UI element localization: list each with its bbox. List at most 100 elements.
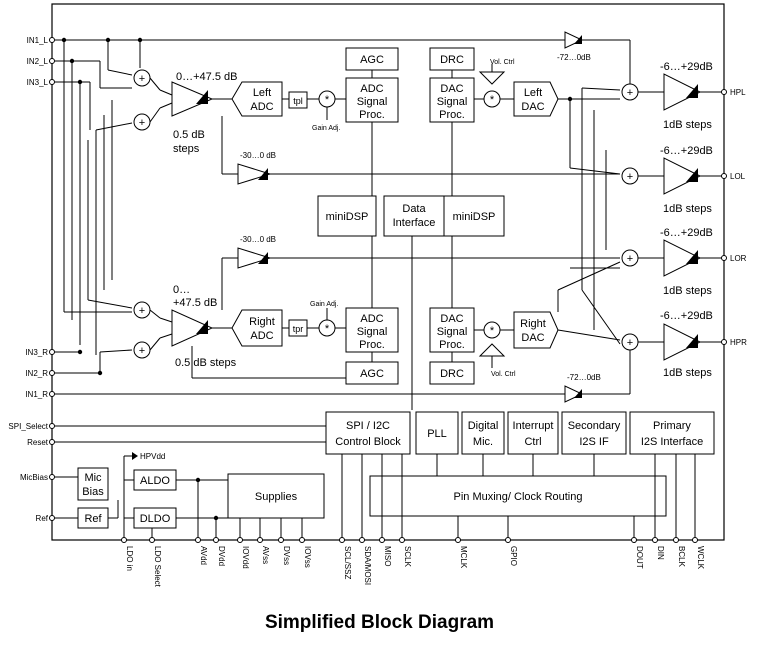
- agc-left-label: AGC: [360, 54, 384, 66]
- bottom-pin-dot: [213, 537, 219, 543]
- mixer-lor: +: [627, 253, 633, 265]
- right-pga-gain-1: 0…: [173, 284, 190, 296]
- pll-label: PLL: [427, 428, 447, 440]
- data-interface-2: Interface: [393, 217, 436, 229]
- right-pga-gain-2: +47.5 dB: [173, 297, 217, 309]
- left-adc-label-2: ADC: [250, 101, 273, 113]
- dac-proc-left-3: Proc.: [439, 109, 465, 121]
- pin-hpl: HPL: [730, 88, 746, 97]
- right-adc-label-2: ADC: [250, 330, 273, 342]
- pin-in3-r: IN3_R: [25, 348, 48, 357]
- bottom-pin-label: AVss: [261, 546, 270, 564]
- data-interface-1: Data: [402, 203, 426, 215]
- right-dac-label-1: Right: [520, 318, 546, 330]
- hp-bypass-left-gain: -72…0dB: [557, 53, 591, 62]
- lor-gain: -6…+29dB: [660, 227, 713, 239]
- primary-if-label-2: I2S Interface: [641, 436, 703, 448]
- pin-in3-l: IN3_L: [27, 78, 49, 87]
- output-lor: + -6…+29dB 1dB steps LOR: [621, 227, 747, 297]
- agc-right-label: AGC: [360, 368, 384, 380]
- bottom-pin-label: DIN: [656, 546, 665, 560]
- spi-i2c-label-2: Control Block: [335, 436, 401, 448]
- mixer-hpl: +: [627, 87, 633, 99]
- right-dac-label-2: DAC: [521, 332, 544, 344]
- tpr-block: tpr: [293, 324, 304, 334]
- dsp-core: miniDSP Data Interface miniDSP: [317, 195, 505, 410]
- bottom-pin-label: LDO Select: [153, 546, 162, 588]
- bottom-pin-dot: [455, 537, 461, 543]
- aldo-label: ALDO: [140, 475, 170, 487]
- bottom-pin-label: LDO in: [125, 546, 134, 571]
- bottom-pin-label: GPIO: [509, 546, 518, 566]
- power-section: Mic Bias Ref ALDO DLDO HPVdd Supplies Pi…: [55, 452, 667, 540]
- pin-hpr: HPR: [730, 338, 747, 347]
- pin-reset: Reset: [27, 438, 49, 447]
- right-pga: 0… +47.5 dB 0.5 dB steps: [171, 284, 346, 379]
- pin-spi-select: SPI_Select: [8, 422, 48, 431]
- left-dac: Left DAC: [513, 81, 621, 330]
- interrupt-label-2: Ctrl: [524, 436, 541, 448]
- lor-steps: 1dB steps: [663, 285, 712, 297]
- right-dac: Right DAC: [513, 261, 621, 349]
- left-gain-mult: *: [325, 94, 330, 106]
- bottom-pin-label: SDA/MOSI: [363, 546, 372, 585]
- adc-proc-right-1: ADC: [360, 313, 383, 325]
- bottom-pin-label: MCLK: [459, 546, 468, 569]
- bottom-pin-label: IOVss: [303, 546, 312, 568]
- hpr-steps: 1dB steps: [663, 367, 712, 379]
- supplies-label: Supplies: [255, 491, 298, 503]
- left-gain-adj: Gain Adj.: [312, 125, 340, 132]
- bottom-pin-label: IOVdd: [241, 546, 250, 569]
- dldo-label: DLDO: [140, 513, 171, 525]
- bottom-pin-label: DVss: [282, 546, 291, 565]
- spi-i2c-label-1: SPI / I2C: [346, 420, 390, 432]
- adc-proc-left-1: ADC: [360, 83, 383, 95]
- hpvdd-label: HPVdd: [140, 452, 165, 461]
- drc-left-label: DRC: [440, 54, 464, 66]
- adc-proc-left: AGC ADC Signal Proc.: [345, 47, 399, 196]
- mixer-plus-l2: +: [139, 117, 145, 129]
- hp-bypass-left: -72…0dB: [557, 31, 631, 84]
- bottom-pin-dot: [379, 537, 385, 543]
- line-bypass-right: -30…0 dB: [221, 235, 620, 310]
- output-hpr: + -6…+29dB 1dB steps HPR: [621, 310, 747, 379]
- digital-mic-label-2: Mic.: [473, 436, 493, 448]
- left-adc: Left ADC tpl * Gain Adj.: [231, 81, 346, 132]
- adc-proc-right-2: Signal: [357, 326, 388, 338]
- left-pga-steps-2: steps: [173, 143, 200, 155]
- secondary-if-label-2: I2S IF: [579, 436, 609, 448]
- bottom-pin-dot: [631, 537, 637, 543]
- interrupt-label-1: Interrupt: [513, 420, 554, 432]
- bottom-pin-dot: [359, 537, 365, 543]
- mixer-lol: +: [627, 171, 633, 183]
- right-adc: Right ADC tpr * Gain Adj.: [231, 301, 346, 347]
- bypass-right-gain: -30…0 dB: [240, 235, 276, 244]
- pin-micbias: MicBias: [20, 473, 48, 482]
- left-adc-label-1: Left: [253, 87, 271, 99]
- dac-proc-left-2: Signal: [437, 96, 468, 108]
- left-dac-label-2: DAC: [521, 101, 544, 113]
- adc-proc-left-2: Signal: [357, 96, 388, 108]
- bottom-pin-label: MISO: [383, 546, 392, 566]
- hpl-steps: 1dB steps: [663, 119, 712, 131]
- bottom-pin-dot: [505, 537, 511, 543]
- bottom-pin-dot: [692, 537, 698, 543]
- bottom-pin-dot: [673, 537, 679, 543]
- bottom-pin-dot: [149, 537, 155, 543]
- left-dac-label-1: Left: [524, 87, 542, 99]
- dac-proc-right: DAC Signal Proc. DRC * Vol. Ctrl: [429, 307, 516, 385]
- adc-proc-right-3: Proc.: [359, 339, 385, 351]
- left-pga-gain: 0…+47.5 dB: [176, 71, 237, 83]
- lol-steps: 1dB steps: [663, 203, 712, 215]
- mixer-plus-l1: +: [139, 73, 145, 85]
- left-vol-ctrl: Vol. Ctrl: [490, 59, 515, 66]
- left-input-routing: + +: [55, 37, 565, 355]
- mic-bias-label-2: Bias: [82, 486, 104, 498]
- bottom-pin-dot: [257, 537, 263, 543]
- right-gain-adj: Gain Adj.: [310, 301, 338, 308]
- dac-proc-right-1: DAC: [440, 313, 463, 325]
- bottom-pin-dot: [399, 537, 405, 543]
- bottom-pin-label: DVdd: [217, 546, 226, 566]
